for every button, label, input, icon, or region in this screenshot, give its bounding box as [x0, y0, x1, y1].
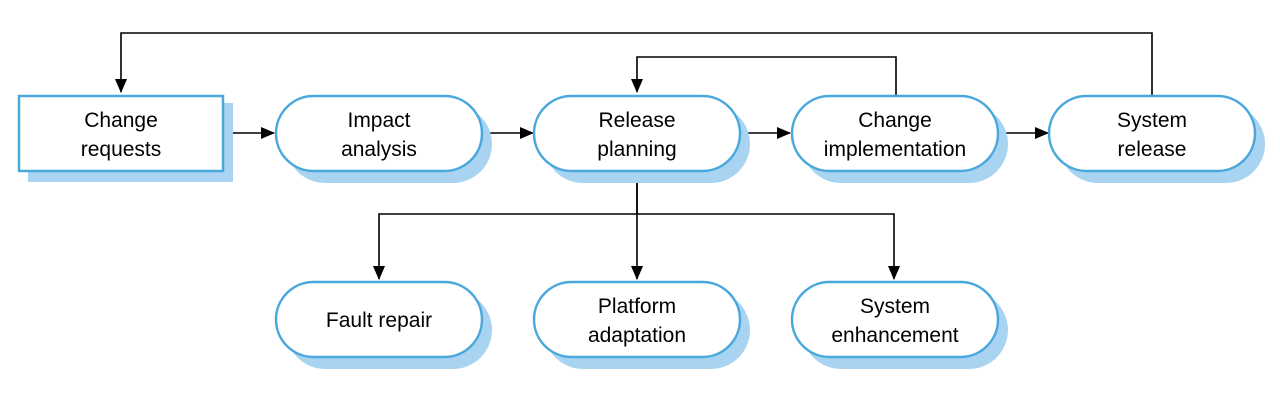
node-change-implementation-line1: Change	[858, 109, 932, 132]
node-platform-adaptation: Platform adaptation	[532, 280, 750, 369]
node-change-requests: Change requests	[17, 94, 233, 182]
node-release-planning: Release planning	[532, 94, 750, 183]
node-impact-analysis: Impact analysis	[274, 94, 492, 183]
node-platform-adaptation-line1: Platform	[598, 295, 676, 318]
node-impact-analysis-line1: Impact	[347, 109, 410, 132]
node-change-implementation-line2: implementation	[824, 138, 966, 161]
node-impact-analysis-line2: analysis	[341, 138, 417, 161]
node-system-enhancement-line1: System	[860, 295, 930, 318]
node-system-release: System release	[1047, 94, 1265, 183]
node-release-planning-line1: Release	[598, 109, 675, 132]
node-change-requests-line2: requests	[81, 138, 162, 161]
node-fault-repair: Fault repair	[274, 280, 492, 369]
node-system-enhancement: System enhancement	[790, 280, 1008, 369]
node-fault-repair-label: Fault repair	[326, 309, 432, 332]
feedback-arrow-implementation-to-release-planning	[631, 56, 897, 96]
node-release-planning-line2: planning	[597, 138, 676, 161]
arrow-release-planning-to-system-enhancement	[637, 213, 900, 280]
node-change-requests-line1: Change	[84, 109, 158, 132]
node-change-implementation: Change implementation	[790, 94, 1008, 183]
node-system-release-line2: release	[1118, 138, 1187, 161]
node-system-enhancement-line2: enhancement	[831, 324, 958, 347]
node-system-release-line1: System	[1117, 109, 1187, 132]
feedback-arrow-system-release-to-change-requests	[115, 32, 1153, 96]
node-platform-adaptation-line2: adaptation	[588, 324, 686, 347]
arrow-release-planning-to-fault-repair	[373, 172, 638, 280]
